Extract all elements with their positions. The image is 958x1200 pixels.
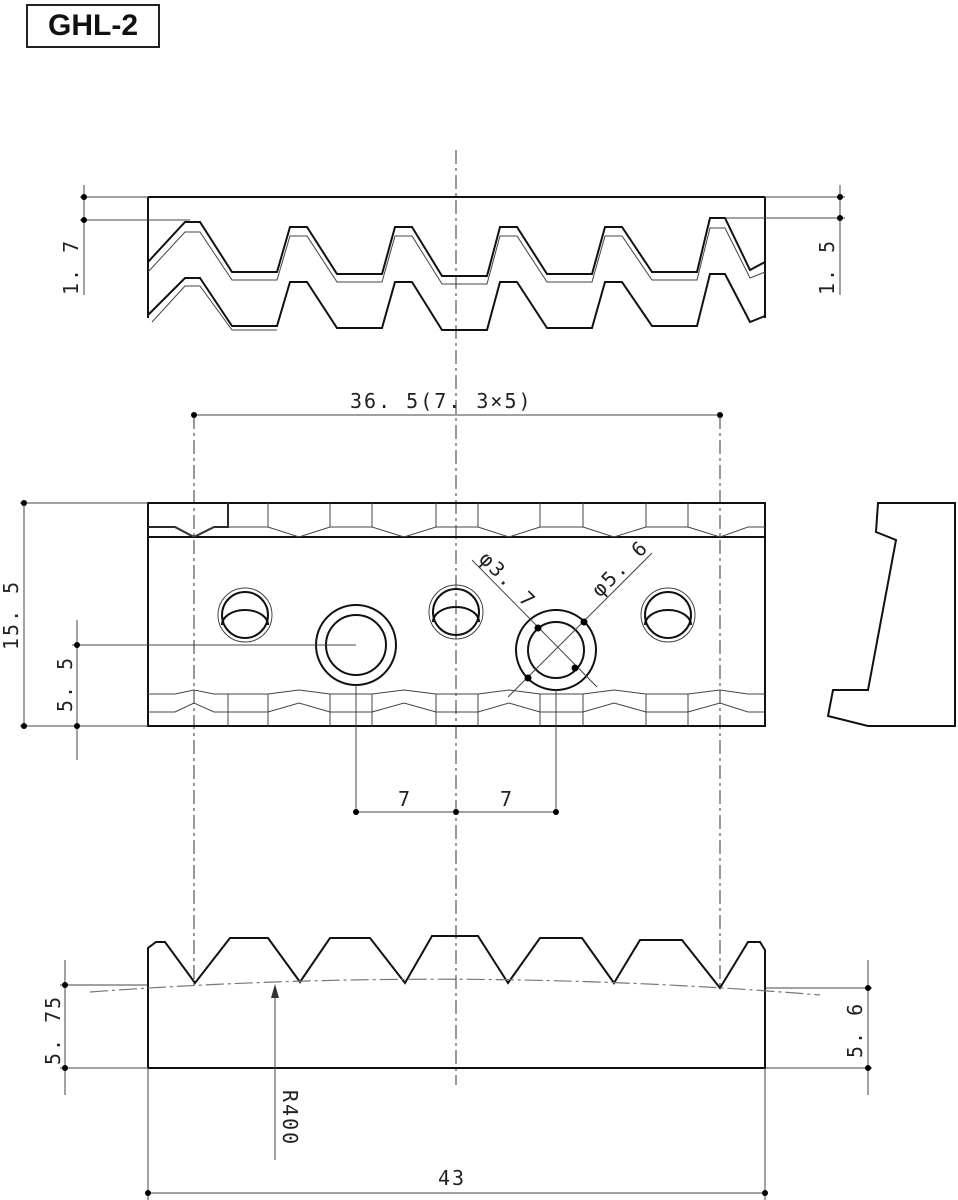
dim-height: 15. 5 bbox=[0, 580, 23, 650]
screw-hole-small bbox=[428, 584, 484, 640]
part-number-title: GHL-2 bbox=[26, 4, 160, 48]
dim-hole-height: 5. 5 bbox=[53, 656, 77, 712]
dim-offset-left: 7 bbox=[398, 787, 412, 811]
dim-offset-right: 7 bbox=[500, 787, 514, 811]
front-view bbox=[147, 502, 766, 727]
screw-hole-small bbox=[640, 587, 696, 643]
dim-pitch-span: 36. 5(7. 3×5) bbox=[350, 389, 533, 413]
dim-top-right-thickness: 1. 5 bbox=[815, 239, 839, 295]
dim-left-height: 5. 75 bbox=[41, 995, 65, 1065]
top-view bbox=[80, 185, 845, 331]
bottom-view bbox=[89, 935, 821, 1069]
dim-right-height: 5. 6 bbox=[843, 1002, 867, 1058]
dim-width: 43 bbox=[438, 1166, 466, 1190]
dim-radius: R400 bbox=[278, 1090, 302, 1146]
dim-top-left-thickness: 1. 7 bbox=[59, 239, 83, 295]
screw-hole-small bbox=[217, 587, 273, 643]
dim-hole-dia-large: φ5. 6 bbox=[587, 535, 654, 602]
dim-hole-dia-small: φ3. 7 bbox=[474, 547, 541, 614]
side-profile bbox=[826, 502, 956, 727]
